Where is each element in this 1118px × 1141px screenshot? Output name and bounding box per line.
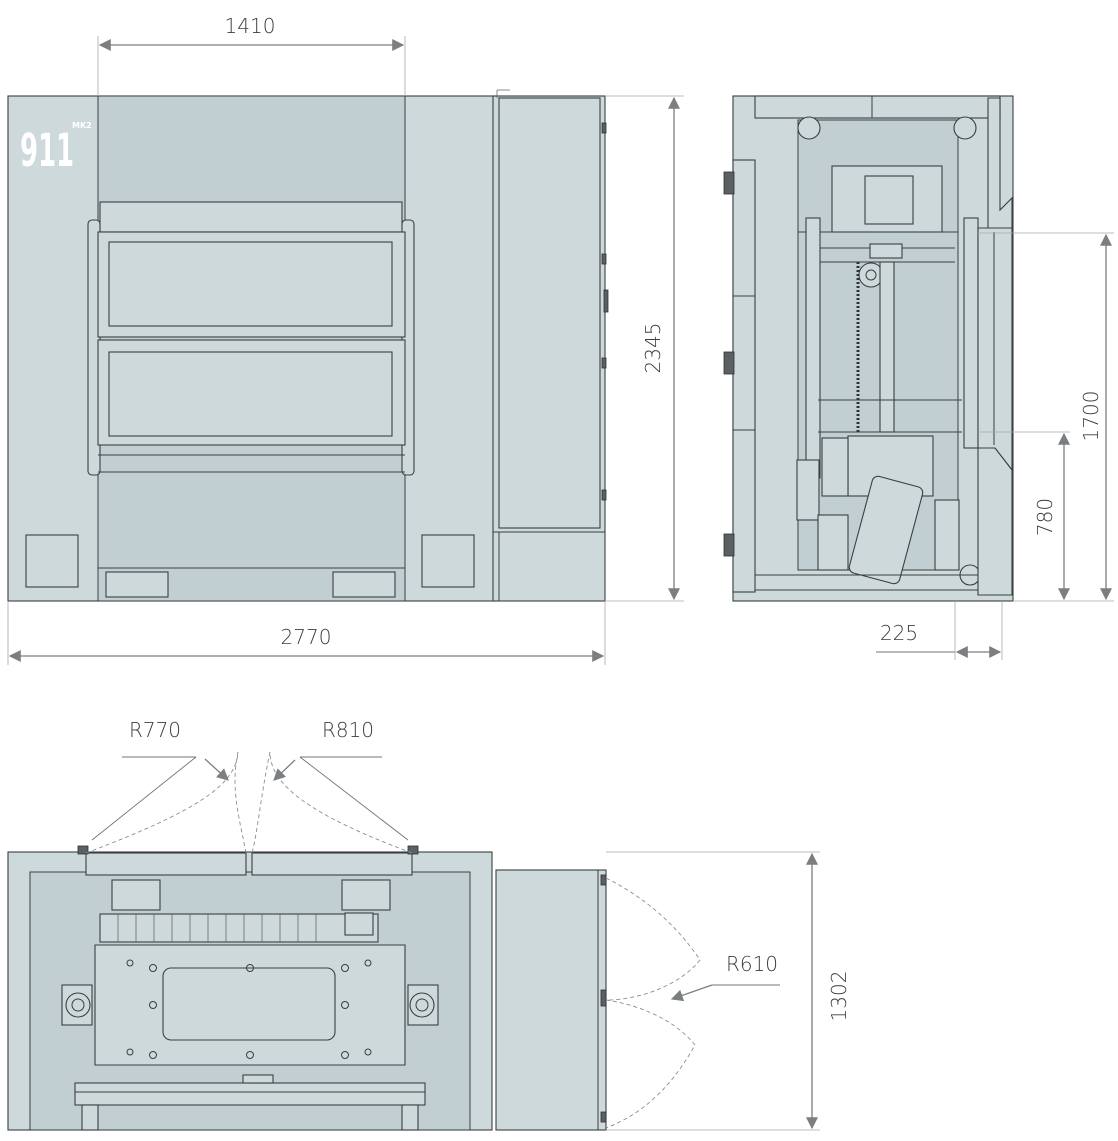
- leader-side-door: [670, 984, 713, 1002]
- leader-right-door: [273, 759, 296, 781]
- dimension-side-upper: 1700: [1079, 391, 1103, 442]
- leader-left-door: [204, 758, 229, 781]
- dimension-side-offset: 225: [880, 621, 918, 645]
- dimension-top-width: 1410: [225, 14, 276, 38]
- dimension-total-width: 2770: [281, 625, 332, 649]
- dimension-plan-depth: 1302: [827, 971, 851, 1022]
- logo-text: 911: [20, 124, 74, 177]
- radius-side-door: R610: [726, 952, 778, 976]
- radius-right-door: R810: [322, 718, 374, 742]
- front-dimensions: 1410 2770 2345: [7, 14, 684, 665]
- dimension-side-lower: 780: [1033, 498, 1057, 536]
- plan-dimensions: R770 R810 R610 1302: [85, 718, 851, 1131]
- front-view: 911 MK2: [7, 89, 609, 602]
- side-dimensions: 1700 780 225: [876, 232, 1114, 660]
- plan-view: [7, 845, 607, 1131]
- side-view: [723, 95, 1014, 602]
- logo-sup: MK2: [72, 121, 92, 130]
- dimension-total-height: 2345: [641, 323, 665, 374]
- radius-left-door: R770: [129, 718, 181, 742]
